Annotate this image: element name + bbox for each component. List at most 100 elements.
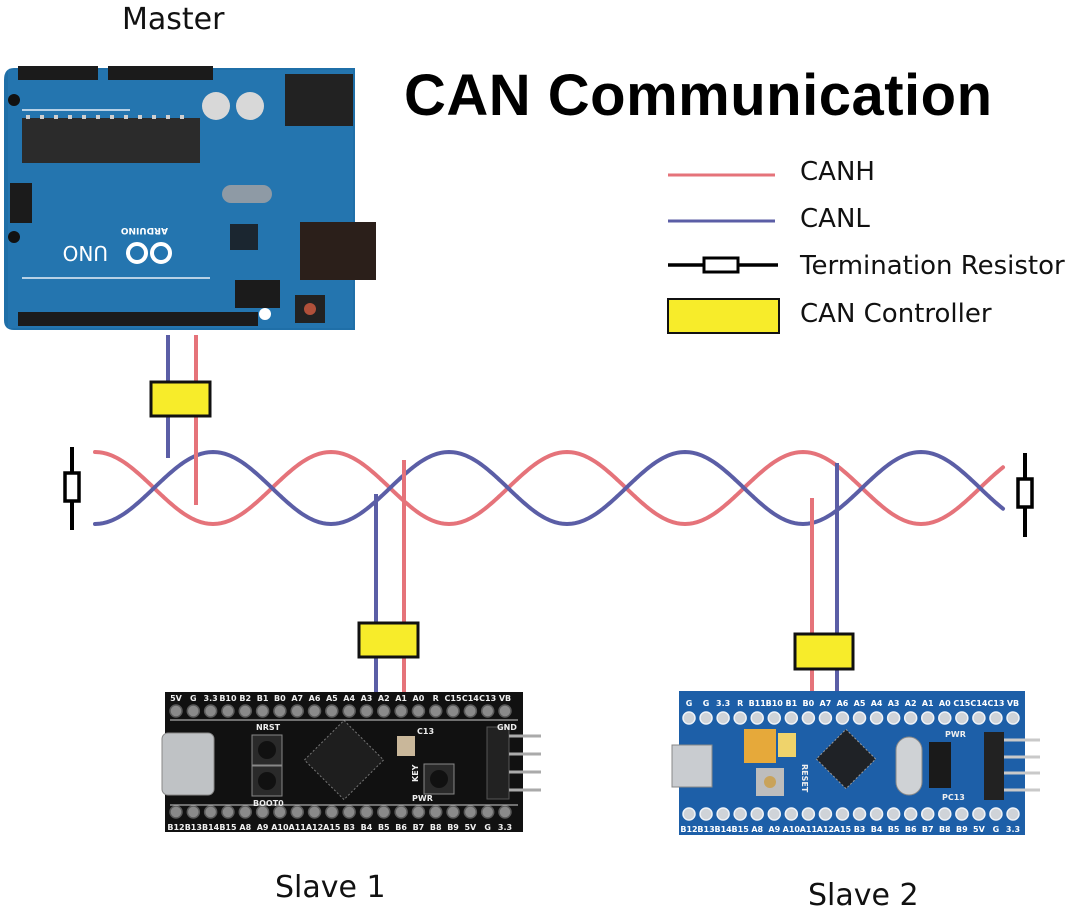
pin-label: C15 <box>953 699 970 708</box>
legend-symbols <box>667 173 780 334</box>
reset-silk: RESET <box>800 764 809 793</box>
master-can-controller <box>149 380 212 418</box>
header-pin <box>920 711 935 725</box>
header-pin <box>699 807 713 821</box>
header-pin <box>463 704 478 718</box>
pin-label: 3.3 <box>716 699 730 708</box>
canl-bus-line <box>93 449 1005 527</box>
header-pin <box>359 805 374 819</box>
pwr-silk-2: PWR <box>945 730 966 739</box>
pin-label: 5V <box>170 694 183 703</box>
pin-label: B10 <box>766 699 784 708</box>
pin-label: A9 <box>768 825 780 834</box>
header-pin <box>955 711 969 725</box>
pin-label: A7 <box>291 694 303 703</box>
header-pin <box>498 805 512 819</box>
pin-label: B14 <box>202 823 220 832</box>
pin-label: A1 <box>395 694 407 703</box>
header-pin <box>767 807 782 821</box>
header-pin <box>835 807 850 821</box>
pin-label: B7 <box>922 825 934 834</box>
header-pin <box>342 704 356 718</box>
header-pin <box>411 704 426 718</box>
boot0-silk: BOOT0 <box>253 799 284 808</box>
pin-label: A11 <box>289 823 307 832</box>
slave2-stub <box>793 463 855 697</box>
header-pin <box>733 807 747 821</box>
pin-label: B6 <box>905 825 917 834</box>
pin-label: A12 <box>817 825 834 834</box>
canh-bus-line <box>93 449 1005 527</box>
pin-label: A11 <box>800 825 818 834</box>
pin-label: A0 <box>939 699 951 708</box>
header-pin <box>411 805 426 819</box>
key-silk: KEY <box>411 764 420 782</box>
nrst-silk: NRST <box>256 723 281 732</box>
legend-resistor-swatch <box>668 256 778 274</box>
header-pin <box>818 807 833 821</box>
pin-label: A8 <box>239 823 251 832</box>
pin-label: C14 <box>462 694 479 703</box>
header-pin <box>852 807 867 821</box>
header-pin <box>428 704 443 718</box>
header-pin <box>801 807 816 821</box>
header-pin <box>767 711 782 725</box>
pin-label: B12 <box>167 823 184 832</box>
pin-label: G <box>703 699 710 708</box>
pwr-silk: PWR <box>412 794 433 803</box>
pin-label: 5V <box>973 825 986 834</box>
legend-canh-label: CANH <box>800 157 875 187</box>
header-pin <box>325 704 339 718</box>
pin-label: B9 <box>956 825 968 834</box>
can-bus-twisted-pair <box>93 449 1005 527</box>
termination-resistor-right <box>1016 453 1034 537</box>
arduino-uno-board: UNO ARDUINO <box>4 66 376 330</box>
pin-label: B1 <box>785 699 797 708</box>
pin-label: B7 <box>413 823 425 832</box>
header-pin <box>255 704 270 718</box>
header-pin <box>480 805 495 819</box>
pin-label: B13 <box>697 825 714 834</box>
pin-label: A5 <box>854 699 866 708</box>
pin-label: A0 <box>413 694 425 703</box>
header-pin <box>801 711 816 725</box>
header-pin <box>989 807 1003 821</box>
pin-label: A2 <box>905 699 917 708</box>
header-pin <box>203 704 218 718</box>
slave1-stub <box>357 460 420 697</box>
header-pin <box>938 807 952 821</box>
pin-label: A8 <box>751 825 763 834</box>
header-pin <box>325 805 339 819</box>
pin-label: A9 <box>257 823 269 832</box>
pin-label: A12 <box>306 823 323 832</box>
header-pin <box>750 807 764 821</box>
pin-label: B3 <box>343 823 355 832</box>
header-pin <box>699 711 713 725</box>
pin-label: G <box>993 825 1000 834</box>
header-pin <box>221 704 235 718</box>
pin-label: A2 <box>378 694 390 703</box>
header-pin <box>273 805 287 819</box>
header-pin <box>1006 807 1020 821</box>
pin-label: R <box>433 694 439 703</box>
pin-label: C13 <box>987 699 1004 708</box>
header-pin <box>238 704 253 718</box>
legend-controller-label: CAN Controller <box>800 299 992 329</box>
pin-label: R <box>737 699 743 708</box>
header-pin <box>716 807 730 821</box>
pin-label: C13 <box>479 694 496 703</box>
pin-label: B9 <box>447 823 459 832</box>
pin-label: B8 <box>430 823 442 832</box>
gnd-silk: GND <box>497 723 517 732</box>
header-pin <box>852 711 867 725</box>
header-pin <box>221 805 235 819</box>
pin-label: G <box>484 823 491 832</box>
master-label: Master <box>122 2 225 37</box>
legend-controller-swatch <box>667 298 780 334</box>
pin-label: C14 <box>970 699 987 708</box>
pin-label: A6 <box>309 694 321 703</box>
header-pin <box>394 805 408 819</box>
header-pin <box>377 704 391 718</box>
